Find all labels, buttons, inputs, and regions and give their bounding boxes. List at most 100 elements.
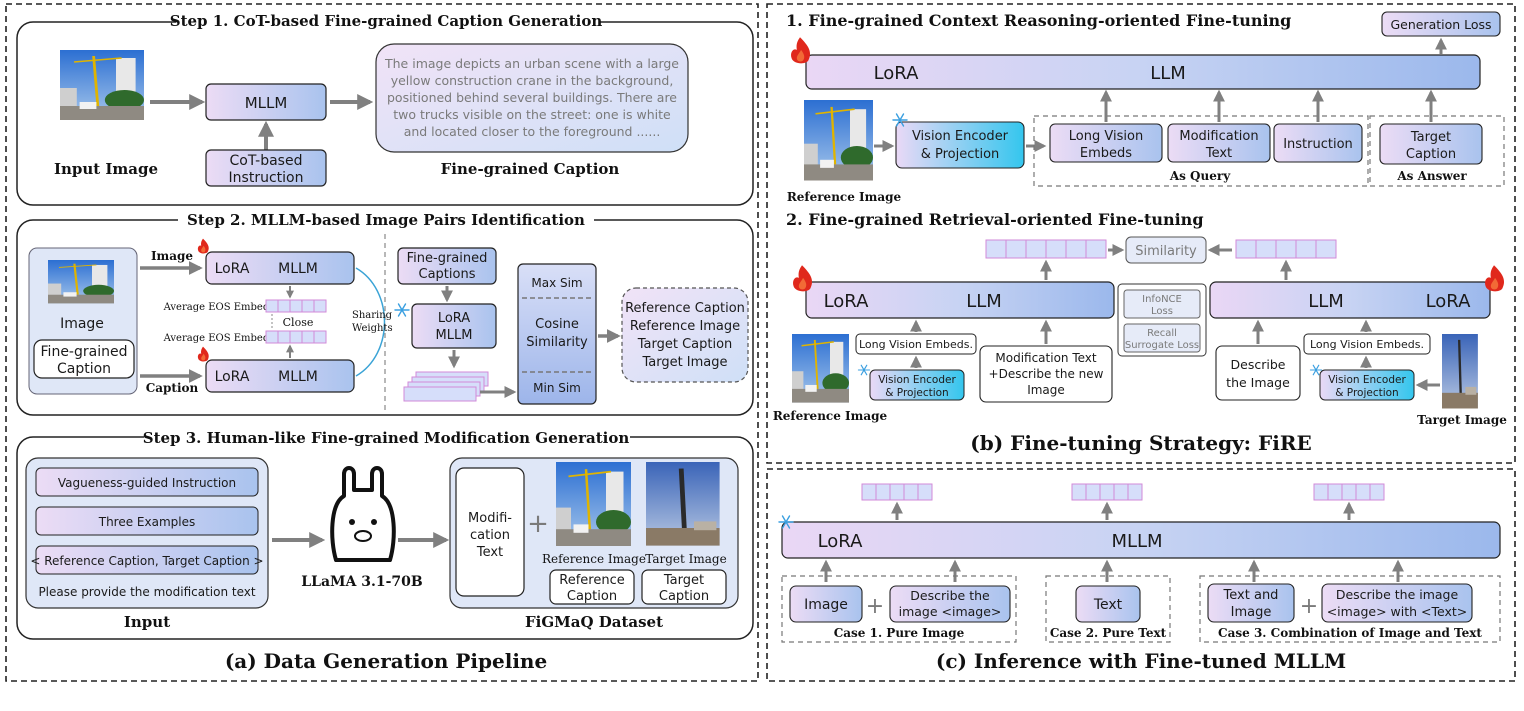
flame-icon bbox=[793, 265, 813, 292]
recall-line1: Recall bbox=[1147, 328, 1177, 339]
c-describe1-box bbox=[889, 585, 1011, 623]
panel-a-caption: (a) Data Generation Pipeline bbox=[225, 649, 547, 673]
b-s2-describe-line2: the Image bbox=[1226, 375, 1290, 390]
step2-caption-line2: Caption bbox=[57, 361, 111, 377]
cosine-similarity-box bbox=[517, 263, 597, 405]
step2-mllm-top bbox=[205, 251, 355, 285]
fg-captions-box bbox=[397, 247, 497, 285]
input-image-thumbnail bbox=[58, 48, 146, 122]
c-image-box bbox=[789, 585, 863, 623]
input-vagueness-label: Vagueness-guided Instruction bbox=[58, 476, 236, 490]
c-describe3-line2: <image> with <Text> bbox=[1327, 604, 1468, 619]
b-s2-encoder-right-line2: & Projection bbox=[1335, 387, 1398, 399]
caption-text-line1: The image depicts an urban scene with a … bbox=[384, 56, 679, 71]
c-describe1-line1: Describe the bbox=[910, 588, 990, 603]
target-embedding bbox=[1235, 239, 1337, 259]
infonce-line2: Loss bbox=[1151, 306, 1173, 317]
as-query-label: As Query bbox=[1169, 169, 1231, 183]
llama-eye bbox=[349, 519, 355, 525]
c-mllm-bar bbox=[781, 521, 1501, 559]
b-s2-encoder-left-line1: Vision Encoder bbox=[878, 374, 956, 386]
b-s2-tgt-label: Target Image bbox=[1417, 413, 1507, 427]
infonce-box bbox=[1123, 289, 1201, 319]
infonce-line1: InfoNCE bbox=[1142, 294, 1182, 305]
tgt-image-label: Target Image bbox=[645, 552, 726, 566]
b-s2-mod-describe-line2: +Describe the new bbox=[989, 367, 1104, 381]
b-s1-llm: LLM bbox=[1150, 63, 1186, 84]
llama-icon bbox=[330, 466, 396, 562]
b-s2-llm-left-label: LLM bbox=[966, 291, 1002, 312]
b-s1-long-vision-line1: Long Vision bbox=[1069, 129, 1143, 144]
b-s2-encoder-left-line2: & Projection bbox=[885, 387, 948, 399]
max-sim-label: Max Sim bbox=[531, 276, 582, 290]
input-prompt: Please provide the modification text bbox=[38, 585, 255, 599]
ref-caption-line2: Caption bbox=[567, 589, 617, 604]
case3-group bbox=[1199, 575, 1501, 643]
target-image-thumbnail bbox=[646, 462, 720, 546]
reference-image-thumbnail bbox=[554, 460, 633, 548]
b-s2-long-vision-right-label: Long Vision Embeds. bbox=[1310, 338, 1424, 351]
panel-b-frame bbox=[766, 3, 1516, 464]
step1-instruction-box bbox=[205, 149, 327, 187]
step3-title: Step 3. Human-like Fine-grained Modifica… bbox=[143, 429, 630, 447]
flame-icon bbox=[791, 37, 811, 64]
generation-loss-label: Generation Loss bbox=[1390, 17, 1491, 32]
c-text-image-box bbox=[1207, 583, 1295, 623]
input-caption-pair-label: < Reference Caption, Target Caption > bbox=[30, 554, 263, 568]
b-s1-mod-text-line2: Text bbox=[1205, 146, 1232, 161]
avg-eos-top-label: Average EOS Embed. bbox=[163, 302, 273, 313]
step2-lora-bottom: LoRA bbox=[215, 369, 250, 385]
result-tgt-caption: Target Caption bbox=[637, 337, 733, 352]
lora-mllm-line2: MLLM bbox=[436, 328, 473, 343]
step2-caption-box bbox=[33, 339, 135, 379]
step2-image-thumbnail bbox=[46, 258, 116, 305]
case2-label: Case 2. Pure Text bbox=[1050, 626, 1167, 640]
b-s1-encoder-line2: & Projection bbox=[921, 147, 1000, 162]
fg-captions-line2: Captions bbox=[419, 267, 476, 282]
step1-instruction-line2: Instruction bbox=[229, 170, 304, 186]
caption-text-line5: and located closer to the foreground ...… bbox=[404, 124, 661, 139]
step2-mllm-bottom bbox=[205, 359, 355, 393]
tgt-caption-line1: Target bbox=[663, 573, 704, 588]
generation-loss-box bbox=[1381, 11, 1501, 37]
flame-icon bbox=[1485, 265, 1505, 292]
eos-embed-top bbox=[265, 299, 327, 313]
as-query-group bbox=[1033, 115, 1369, 187]
b-s1-lora: LoRA bbox=[874, 63, 920, 84]
reference-image-thumbnail bbox=[802, 98, 875, 182]
step2-mllm-top-label: MLLM bbox=[278, 261, 318, 277]
caption-text-line4: two trucks visible on the street: one is… bbox=[393, 107, 671, 122]
input-examples bbox=[35, 506, 259, 536]
case2-group bbox=[1045, 575, 1171, 643]
b-s1-target-caption-line1: Target bbox=[1410, 130, 1451, 145]
panel-c-frame bbox=[766, 468, 1516, 682]
c-text-image-line2: Image bbox=[1231, 605, 1272, 620]
b-s1-title: 1. Fine-grained Context Reasoning-orient… bbox=[786, 11, 1291, 30]
b-s2-long-vision-left bbox=[855, 333, 977, 355]
ref-image-label: Reference Image bbox=[542, 552, 646, 566]
step2-arrow-image-label: Image bbox=[151, 249, 193, 263]
tgt-caption-line2: Caption bbox=[659, 589, 709, 604]
ref-caption-box bbox=[549, 569, 635, 605]
c-describe1-line2: image <image> bbox=[899, 604, 1002, 619]
recall-line2: Surrogate Loss bbox=[1125, 340, 1199, 351]
snowflake-icon bbox=[857, 364, 871, 376]
b-s2-mod-describe-line3: Image bbox=[1027, 383, 1065, 397]
caption-text-line2: yellow construction crane in the backgro… bbox=[391, 73, 674, 88]
similarity-label: Similarity bbox=[1135, 244, 1197, 259]
step1-title: Step 1. CoT-based Fine-grained Caption G… bbox=[170, 12, 603, 30]
result-tgt-image: Target Image bbox=[641, 355, 727, 370]
close-label: Close bbox=[283, 316, 314, 329]
step1-input-label: Input Image bbox=[54, 160, 158, 178]
c-text-box bbox=[1075, 585, 1141, 623]
b-s1-mod-text bbox=[1167, 123, 1271, 163]
b-s1-long-vision-line2: Embeds bbox=[1080, 146, 1132, 161]
similarity-box bbox=[1125, 236, 1207, 264]
result-ref-image: Reference Image bbox=[630, 319, 740, 334]
b-s2-mod-describe bbox=[979, 345, 1113, 403]
min-sim-label: Min Sim bbox=[533, 381, 581, 395]
b-s2-encoder-right-line1: Vision Encoder bbox=[1328, 374, 1406, 386]
c-plus-3: + bbox=[1300, 594, 1318, 619]
c-text-label: Text bbox=[1093, 597, 1123, 613]
target-image-thumbnail bbox=[1440, 332, 1480, 410]
